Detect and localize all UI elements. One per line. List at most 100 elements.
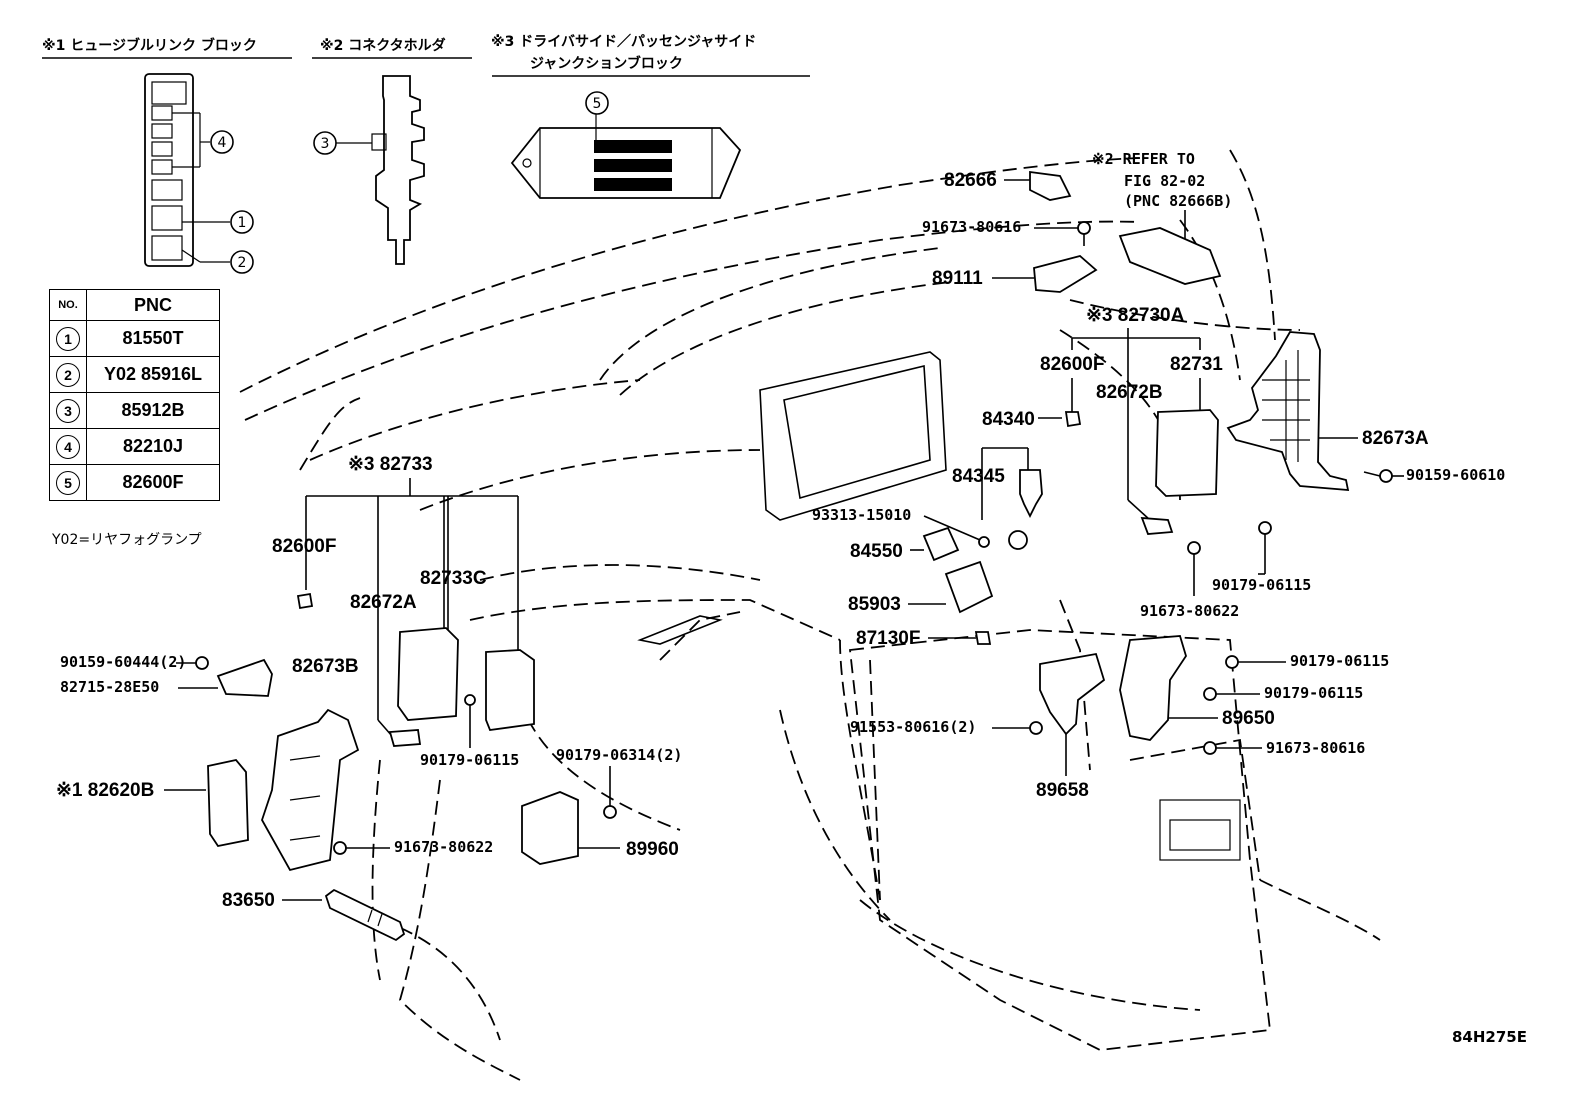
callout-1[interactable]: 1 [230, 210, 254, 234]
svg-text:※3 82730A: ※3 82730A [1086, 305, 1185, 326]
callout-3[interactable]: 3 [313, 131, 372, 155]
part-82672b[interactable]: 82672B [1096, 382, 1219, 535]
svg-text:82666: 82666 [944, 170, 997, 191]
svg-text:91673-80616: 91673-80616 [922, 218, 1021, 236]
part-89960[interactable]: 89960 [521, 791, 679, 865]
row-pnc[interactable]: Y02 85916L [86, 356, 220, 393]
table-row: 5 82600F [49, 464, 220, 501]
part-89650[interactable]: 89650 [1119, 635, 1275, 741]
svg-text:83650: 83650 [222, 890, 275, 911]
part-85903[interactable]: 85903 [848, 560, 994, 615]
part-84340[interactable]: 84340 [982, 409, 1062, 430]
svg-text:84340: 84340 [982, 409, 1035, 430]
svg-text:84345: 84345 [952, 466, 1005, 487]
part-82620b[interactable]: ※1 82620B [56, 759, 249, 848]
svg-text:89960: 89960 [626, 839, 679, 860]
junction-block-drawing [510, 114, 742, 199]
svg-text:※1 82620B: ※1 82620B [56, 780, 154, 801]
part-91553-80616[interactable]: 91553-80616(2) [850, 718, 1043, 736]
svg-text:93313-15010: 93313-15010 [812, 506, 911, 524]
part-82666[interactable]: 82666 [944, 170, 1072, 201]
svg-text:90179-06314(2): 90179-06314(2) [556, 746, 682, 764]
svg-text:FIG 82-02: FIG 82-02 [1124, 172, 1205, 190]
callout-2[interactable]: 2 [230, 250, 254, 274]
part-90179-06115-c[interactable]: 90179-06115 [1203, 684, 1363, 702]
svg-text:82673B: 82673B [292, 656, 359, 677]
svg-text:82673A: 82673A [1362, 428, 1429, 449]
row-number: 1 [56, 326, 80, 351]
header-junction-block-1: ※3 ドライバサイド／パッセンジャサイド [491, 34, 756, 50]
svg-text:85903: 85903 [848, 594, 901, 615]
part-93313-15010[interactable]: 93313-15010 [812, 506, 990, 548]
part-91673-80622-right[interactable]: 91673-80622 [1140, 541, 1239, 620]
svg-text:4: 4 [218, 135, 227, 151]
row-number: 2 [56, 362, 80, 387]
svg-text:90179-06115: 90179-06115 [1264, 684, 1363, 702]
svg-text:90159-60444(2): 90159-60444(2) [60, 653, 186, 671]
header-junction-block-2: ジャンクションブロック [530, 55, 683, 72]
svg-text:91673-80622: 91673-80622 [394, 838, 493, 856]
part-90179-06314[interactable]: 90179-06314(2) [556, 746, 682, 819]
pnc-table: NO. PNC 1 81550T 2 Y02 85916L 3 85912B 4… [49, 289, 220, 501]
svg-text:82672B: 82672B [1096, 382, 1163, 403]
part-90159-60610[interactable]: 90159-60610 [1363, 466, 1505, 484]
refer-note[interactable]: ※2 REFER TO FIG 82-02 (PNC 82666B) [1092, 150, 1232, 250]
part-82715-28e50[interactable]: 82715-28E50 [60, 658, 273, 697]
part-91673-80616-top[interactable]: 91673-80616 [922, 218, 1091, 246]
part-82730a[interactable]: ※3 82730A [1071, 305, 1201, 521]
svg-text:82731: 82731 [1170, 354, 1223, 375]
part-82731[interactable]: 82731 [1170, 354, 1223, 414]
figure-code: 84H275E [1452, 1028, 1527, 1046]
part-90179-06115-left[interactable]: 90179-06115 [420, 694, 519, 769]
svg-text:91553-80616(2): 91553-80616(2) [850, 718, 976, 736]
svg-text:90159-60610: 90159-60610 [1406, 466, 1505, 484]
part-82666b-drawing [1118, 227, 1222, 285]
part-82673a[interactable]: 82673A [1226, 331, 1429, 491]
part-90159-60444[interactable]: 90159-60444(2) [60, 653, 209, 671]
callout-5[interactable]: 5 [585, 91, 609, 115]
part-84550[interactable]: 84550 [850, 526, 960, 562]
part-82600f-right[interactable]: 82600F [1040, 354, 1104, 428]
part-89658[interactable]: 89658 [1036, 652, 1106, 801]
svg-text:※2 REFER TO: ※2 REFER TO [1092, 150, 1195, 168]
row-pnc[interactable]: 81550T [86, 320, 220, 357]
svg-text:※3 82733: ※3 82733 [348, 454, 433, 475]
svg-text:84550: 84550 [850, 541, 903, 562]
part-82672a[interactable]: 82672A [350, 592, 535, 747]
svg-text:5: 5 [593, 96, 602, 112]
vehicle-outline [239, 149, 1381, 1081]
row-number: 5 [56, 470, 80, 495]
header-fusible-link-block: ※1 ヒュージブルリンク ブロック [42, 37, 257, 54]
row-pnc[interactable]: 82600F [86, 464, 220, 501]
fusible-link-block-drawing [144, 73, 230, 267]
connector-holder-drawing [371, 75, 425, 265]
part-90179-06115-b[interactable]: 90179-06115 [1225, 652, 1389, 670]
part-82673b[interactable]: 82673B [261, 656, 360, 872]
svg-text:82715-28E50: 82715-28E50 [60, 678, 159, 696]
part-84345[interactable]: 84345 [952, 447, 1043, 550]
svg-text:(PNC 82666B): (PNC 82666B) [1124, 192, 1232, 210]
part-91673-80616-bottom[interactable]: 91673-80616 [1203, 739, 1365, 757]
row-number: 3 [56, 398, 80, 423]
table-row: 1 81550T [49, 320, 220, 357]
part-87130f[interactable]: 87130F [856, 628, 992, 649]
svg-text:82600F: 82600F [1040, 354, 1104, 375]
part-82733c[interactable]: 82733C [420, 568, 487, 589]
part-90179-06115-a[interactable]: 90179-06115 [1212, 521, 1311, 594]
legend-note: Y02=リヤフォグランプ [52, 532, 202, 548]
svg-text:1: 1 [238, 215, 247, 231]
part-91673-80622-left[interactable]: 91673-80622 [333, 838, 493, 856]
row-pnc[interactable]: 85912B [86, 392, 220, 429]
svg-text:90179-06115: 90179-06115 [1290, 652, 1389, 670]
part-83650[interactable]: 83650 [222, 888, 406, 942]
row-pnc[interactable]: 82210J [86, 428, 220, 465]
part-82600f-left[interactable]: 82600F [272, 536, 336, 610]
col-pnc-header: PNC [86, 289, 220, 321]
callout-4[interactable]: 4 [210, 130, 234, 154]
svg-text:3: 3 [321, 136, 330, 152]
svg-text:90179-06115: 90179-06115 [420, 751, 519, 769]
part-89111[interactable]: 89111 [932, 255, 1098, 293]
svg-text:89650: 89650 [1222, 708, 1275, 729]
